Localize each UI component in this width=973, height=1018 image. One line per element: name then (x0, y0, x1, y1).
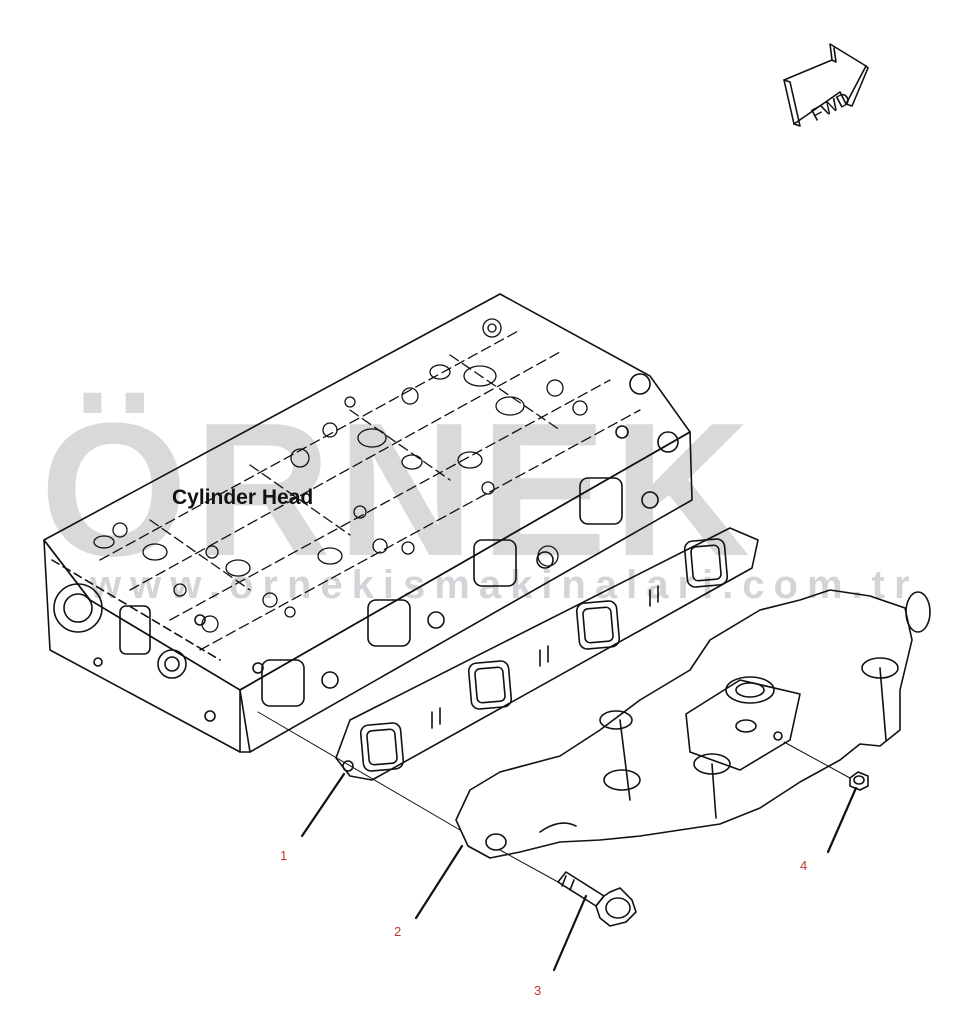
callout-2: 2 (394, 924, 402, 939)
alignment-lines (257, 711, 851, 883)
manifold-gasket-part (335, 527, 759, 781)
cylinder-head-top-features (93, 318, 588, 633)
flange-bolt-part (557, 871, 637, 927)
cylinder-head-part (43, 293, 693, 753)
callout-3: 3 (534, 983, 542, 998)
fwd-arrow-icon (783, 43, 869, 127)
fwd-label: FWD (808, 88, 854, 125)
cylinder-head-label: Cylinder Head (172, 486, 314, 509)
exhaust-manifold-part (455, 589, 931, 859)
callout-4: 4 (800, 858, 808, 873)
watermark-brand: ÖRNEK (40, 384, 757, 596)
nut-part (849, 771, 869, 791)
callout-1: 1 (280, 848, 288, 863)
cylinder-head-hidden-lines (99, 329, 641, 651)
callout-leaders (300, 772, 858, 972)
